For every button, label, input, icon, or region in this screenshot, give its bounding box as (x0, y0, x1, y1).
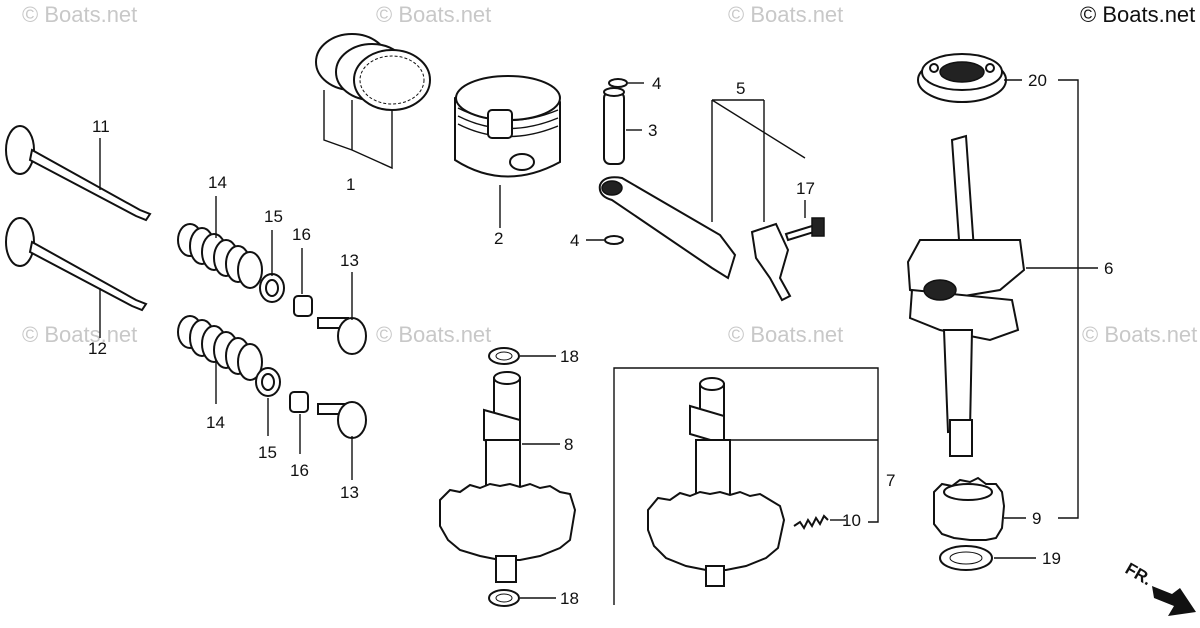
valve-spring[interactable] (177, 315, 263, 381)
callout-12: 12 (88, 339, 107, 358)
pin-clip[interactable] (608, 78, 628, 88)
callout-7: 7 (886, 471, 895, 490)
watermark: © Boats.net (728, 2, 844, 27)
callout-18: 18 (560, 347, 579, 366)
front-direction-label: FR. (1122, 559, 1155, 589)
piston-rings[interactable] (315, 33, 431, 111)
callout-14: 14 (208, 173, 227, 192)
connecting-rod[interactable] (598, 176, 792, 302)
camshaft-assembly[interactable] (647, 377, 786, 587)
piston[interactable] (454, 75, 561, 178)
callout-16: 16 (292, 225, 311, 244)
callout-13: 13 (340, 251, 359, 270)
crankshaft[interactable] (906, 134, 1026, 457)
valve-exhaust[interactable] (5, 217, 148, 312)
valve-collar[interactable] (289, 391, 309, 413)
watermark: © Boats.net (1082, 322, 1198, 347)
callout-20: 20 (1028, 71, 1047, 90)
callout-10: 10 (842, 511, 861, 530)
callout-6: 6 (1104, 259, 1113, 278)
pin-clip[interactable] (604, 235, 624, 245)
callout-14: 14 (206, 413, 225, 432)
callout-2: 2 (494, 229, 503, 248)
callout-5: 5 (736, 79, 745, 98)
callout-16: 16 (290, 461, 309, 480)
copyright-corner: © Boats.net (1080, 2, 1196, 27)
watermark: © Boats.net (376, 2, 492, 27)
valve-tappet[interactable] (317, 401, 367, 439)
valve-intake[interactable] (5, 125, 152, 222)
watermark: © Boats.net (22, 322, 138, 347)
thrust-washer[interactable] (488, 347, 520, 365)
callout-1: 1 (346, 175, 355, 194)
watermark: © Boats.net (376, 322, 492, 347)
valve-spring[interactable] (177, 223, 263, 289)
crankshaft-washer[interactable] (939, 545, 993, 571)
callout-15: 15 (258, 443, 277, 462)
spring-retainer[interactable] (255, 367, 281, 397)
watermark: © Boats.net (22, 2, 138, 27)
callout-9: 9 (1032, 509, 1041, 528)
callout-4: 4 (652, 74, 661, 93)
callout-17: 17 (796, 179, 815, 198)
camshaft-spring[interactable] (793, 514, 829, 530)
crankshaft-gear[interactable] (933, 476, 1006, 541)
piston-pin[interactable] (603, 87, 625, 165)
callout-13: 13 (340, 483, 359, 502)
callout-19: 19 (1042, 549, 1061, 568)
ball-bearing[interactable] (917, 53, 1007, 103)
thrust-washer[interactable] (488, 589, 520, 607)
callout-3: 3 (648, 121, 657, 140)
callout-18: 18 (560, 589, 579, 608)
callout-8: 8 (564, 435, 573, 454)
front-direction-arrow (1152, 586, 1196, 616)
spring-retainer[interactable] (259, 273, 285, 303)
camshaft[interactable] (439, 371, 577, 583)
callout-11: 11 (92, 117, 110, 136)
rod-bolt[interactable] (784, 217, 825, 242)
valve-collar[interactable] (293, 295, 313, 317)
valve-tappet[interactable] (317, 317, 367, 355)
callout-4: 4 (570, 231, 579, 250)
watermark: © Boats.net (728, 322, 844, 347)
callout-15: 15 (264, 207, 283, 226)
